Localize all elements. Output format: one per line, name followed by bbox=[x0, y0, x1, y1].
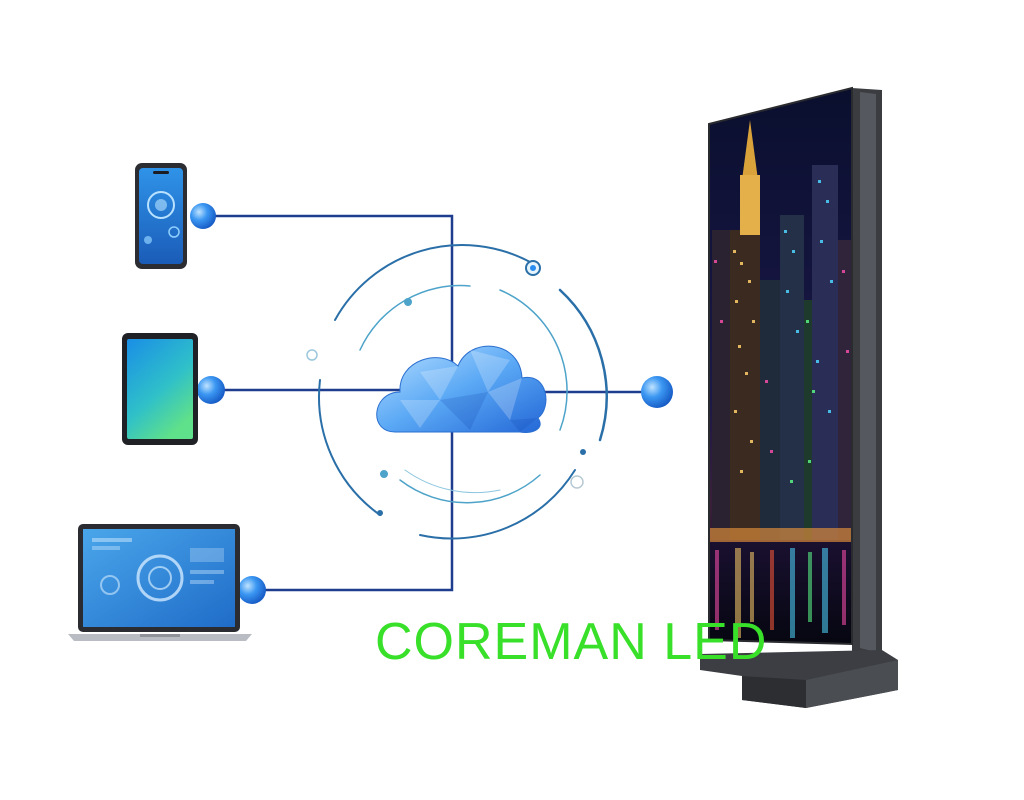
laptop-link-line bbox=[252, 430, 454, 592]
tablet-icon bbox=[122, 333, 198, 445]
smartphone-icon bbox=[135, 163, 187, 269]
cloud-icon bbox=[376, 345, 547, 433]
city-skyline-image bbox=[709, 120, 852, 644]
phone-link-line bbox=[203, 214, 454, 392]
tablet-node bbox=[197, 376, 225, 404]
laptop-icon bbox=[68, 524, 252, 641]
led-poster-display bbox=[700, 86, 898, 708]
display-node bbox=[641, 376, 673, 408]
signal-rings bbox=[306, 244, 608, 540]
phone-node bbox=[190, 203, 216, 229]
brand-text: COREMAN LED bbox=[375, 613, 768, 671]
connection-nodes bbox=[190, 203, 673, 604]
laptop-node bbox=[238, 576, 266, 604]
